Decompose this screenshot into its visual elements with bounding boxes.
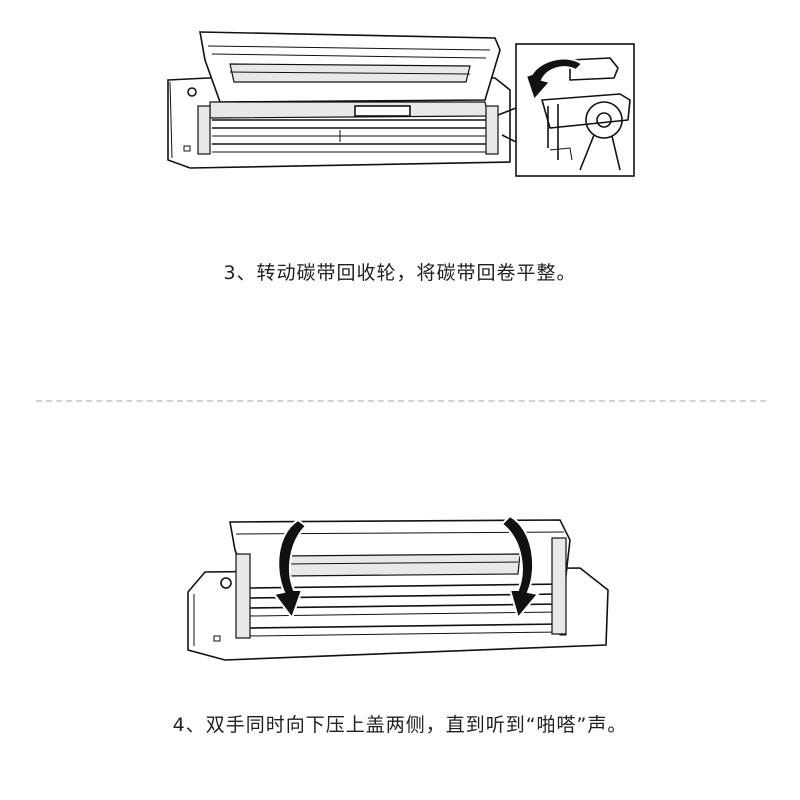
printer-open-lid-ribbon-rewind-wheel-icon [167,31,635,177]
step-4-caption: 4、双手同时向下压上盖两侧，直到听到“啪嗒”声。 [172,714,628,736]
section-divider [36,400,766,402]
step-3-illustration [150,20,640,185]
step-3-caption: 3、转动碳带回收轮，将碳带回卷平整。 [223,262,577,284]
printer-close-lid-press-down-icon [187,514,609,661]
step-4-illustration [180,510,610,665]
